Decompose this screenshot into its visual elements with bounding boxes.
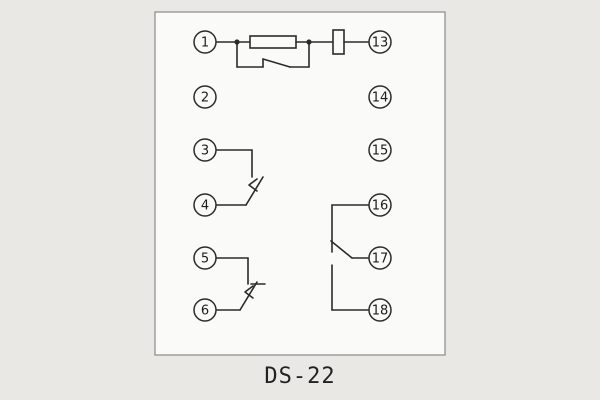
terminal-1 xyxy=(193,30,217,54)
contact-blade xyxy=(330,240,353,259)
terminal-17 xyxy=(368,246,392,270)
diagram-title: DS-22 xyxy=(264,364,335,389)
terminal-17-label: 17 xyxy=(372,252,389,267)
terminal-18 xyxy=(368,298,392,322)
terminal-4-label: 4 xyxy=(201,199,209,214)
contact-blade xyxy=(245,176,264,206)
terminal-5-label: 5 xyxy=(201,252,209,267)
terminal-16-label: 16 xyxy=(372,199,389,214)
contact-hook xyxy=(248,178,258,192)
contact-5-6 xyxy=(215,257,266,311)
terminal-18-label: 18 xyxy=(372,304,389,319)
terminal-6-label: 6 xyxy=(201,304,209,319)
terminal-14 xyxy=(368,85,392,109)
resistor-symbol xyxy=(249,35,297,49)
contact-blade xyxy=(262,58,291,68)
capacitor-symbol xyxy=(332,29,345,55)
terminal-5 xyxy=(193,246,217,270)
terminal-3-label: 3 xyxy=(201,144,209,159)
contact-blade xyxy=(239,281,258,311)
terminal-2-label: 2 xyxy=(201,91,209,106)
contact-hook xyxy=(244,285,254,299)
terminal-2 xyxy=(193,85,217,109)
contact-3-4 xyxy=(215,149,264,206)
terminal-15-label: 15 xyxy=(372,144,389,159)
top-make-contact xyxy=(236,41,310,68)
terminal-3 xyxy=(193,138,217,162)
terminals-left: 1 2 3 4 5 6 xyxy=(193,30,217,322)
terminal-13-label: 13 xyxy=(372,36,389,51)
terminal-13 xyxy=(368,30,392,54)
terminal-1-label: 1 xyxy=(201,36,209,51)
terminal-6 xyxy=(193,298,217,322)
terminal-16 xyxy=(368,193,392,217)
terminal-4 xyxy=(193,193,217,217)
terminals-right: 13 14 15 16 17 18 xyxy=(368,30,392,322)
terminal-14-label: 14 xyxy=(372,91,389,106)
contact-16-17-18 xyxy=(330,204,370,311)
relay-outline xyxy=(154,11,446,356)
terminal-15 xyxy=(368,138,392,162)
